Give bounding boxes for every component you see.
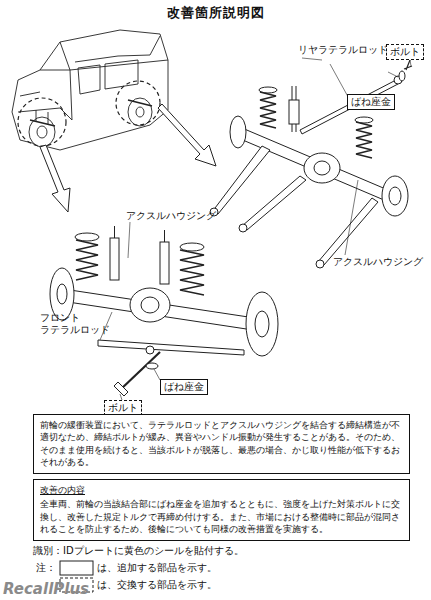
box-text: ばね座金 [164,381,204,392]
rear-suspension [302,58,352,104]
replaced-part-box: ボルト [386,44,424,60]
part-label: アクスルハウジング [333,256,423,268]
rear-suspension [300,80,398,134]
pointer-arrows [40,104,216,212]
rear-suspension [304,153,340,183]
vehicle-sketch [60,42,168,70]
rear-suspension [345,180,358,255]
pointer-arrows [40,145,70,212]
added-part-box: ばね座金 [160,379,208,395]
rear-suspension [239,224,247,232]
vehicle-sketch [12,30,168,150]
description-box: 前輪の緩衝装置において、ラテラルロッドとアクスルハウジングを結合する締結構造が不… [33,414,410,474]
front-suspension [146,363,158,369]
front-suspension [76,240,98,280]
note-text: 識別：IDプレートに黄色のシールを貼付する。 [33,545,244,557]
vehicle-sketch [105,60,138,89]
part-label: フロント ラテラルロッド [40,312,116,336]
front-suspension [130,288,170,322]
front-suspension [180,243,204,251]
added-part-box: ばね座金 [347,94,395,110]
rear-suspension [210,58,412,268]
diagram-title: 改善箇所説明図 [167,5,265,21]
front-suspension [75,233,99,241]
vehicle-sketch [78,65,100,94]
watermark: RecallPlus [3,580,89,598]
front-suspension [246,292,278,356]
rear-suspension [356,122,372,158]
vehicle-sketch [12,30,168,150]
box-text: ばね座金 [351,96,391,107]
improvement-box: 改善の内容全車両、前輪の当該結合部にばね座金を追加するとともに、強度を上げた対策… [33,479,410,541]
part-label: リヤラテラルロッド [298,44,388,56]
note-text: は、交換する部品を示す。 [97,579,217,591]
vehicle-sketch [136,107,144,117]
rear-suspension [212,146,270,214]
pointer-arrows [158,104,216,166]
box-text: ボルト [108,402,138,413]
rear-suspension [399,71,405,81]
vehicle-sketch [18,98,66,146]
vehicle-sketch [37,126,47,138]
note-text: は、追加する部品を示す。 [97,562,217,574]
rear-suspension [259,87,277,93]
rear-suspension [388,60,411,77]
front-suspension [57,284,67,304]
rear-suspension [318,198,378,265]
front-suspension [180,250,204,295]
vehicle-sketch [20,92,40,96]
front-suspension [98,340,244,355]
rear-suspension [238,128,388,200]
vehicle-sketch [75,36,160,62]
rear-suspension [289,100,299,124]
front-suspension [114,226,115,238]
note-text: 注： [36,562,56,574]
vehicle-sketch [40,70,72,120]
vehicle-sketch [116,81,160,125]
rear-suspension [389,187,401,205]
box-text: ボルト [390,46,420,57]
rear-suspension [242,176,306,230]
front-suspension [164,230,165,242]
vehicle-sketch [36,110,48,124]
rear-suspension [355,117,373,123]
front-suspension [120,369,160,400]
front-suspension [110,238,119,280]
section-heading: 改善の内容 [40,484,403,496]
front-suspension [255,311,269,337]
front-suspension [120,352,160,390]
front-suspension [50,222,278,400]
rear-suspension [314,161,330,175]
front-suspension [146,346,154,354]
front-suspension [160,242,169,284]
rear-suspension [382,176,408,216]
part-label: アクスルハウジング [126,210,216,222]
legend-boxes [60,561,93,575]
rear-suspension [230,116,246,148]
front-suspension [114,382,128,396]
box-text: 全車両、前輪の当該結合部にばね座金を追加するとともに、強度を上げた対策ボルトに交… [40,498,403,535]
rear-suspension [260,92,276,128]
front-suspension [141,297,159,313]
rear-suspension [316,260,324,268]
box-text: 前輪の緩衝装置において、ラテラルロッドとアクスルハウジングを結合する締結構造が不… [40,419,403,469]
vehicle-sketch [30,100,152,126]
front-suspension [100,222,130,340]
